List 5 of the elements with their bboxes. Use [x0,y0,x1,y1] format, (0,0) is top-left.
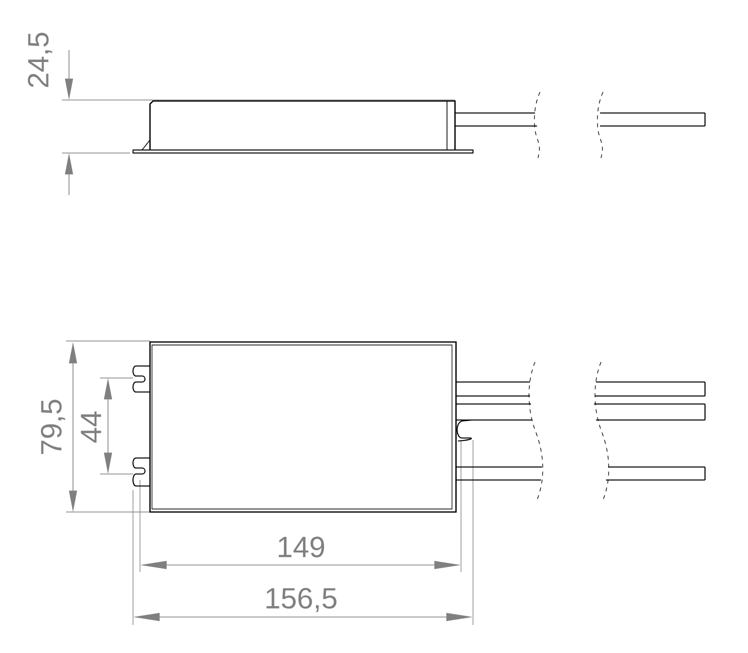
dimension-label: 44 [80,412,102,443]
dimension-label: 149 [278,536,324,558]
dimension-label: 156,5 [266,588,336,612]
dimension-label: 79,5 [40,400,66,454]
dimension-label: 24,5 [28,32,52,88]
